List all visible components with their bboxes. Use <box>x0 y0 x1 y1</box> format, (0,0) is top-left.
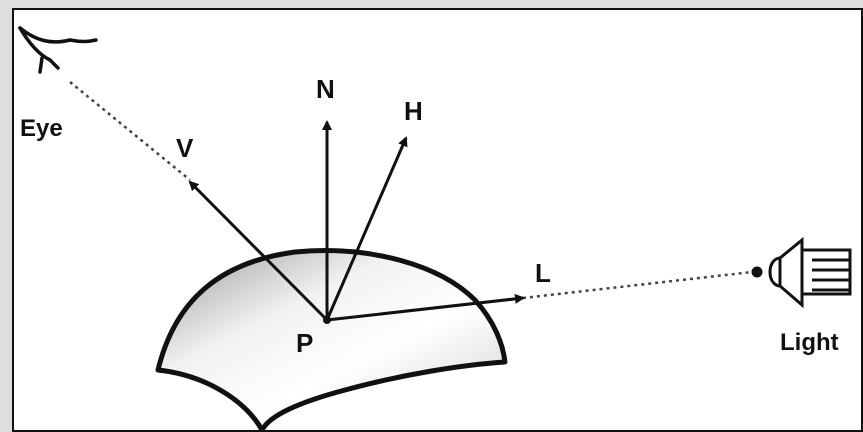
surface-patch <box>155 248 508 432</box>
view-vector-label: V <box>176 133 194 163</box>
light-vector-label: L <box>535 258 551 288</box>
point-label: P <box>296 328 313 358</box>
eye-icon <box>18 26 98 74</box>
halfway-vector-label: H <box>404 96 423 126</box>
eye-sight-line <box>69 81 191 181</box>
light-label: Light <box>780 329 839 356</box>
spotlight-icon <box>751 236 852 309</box>
eye-label: Eye <box>20 115 63 142</box>
light-ray-line <box>522 270 753 300</box>
normal-vector-label: N <box>316 74 335 104</box>
point-p-dot <box>323 316 331 324</box>
halfway-vector-arrow <box>325 136 408 321</box>
view-vector-arrow <box>188 180 329 322</box>
light-vector-arrow <box>326 293 525 322</box>
